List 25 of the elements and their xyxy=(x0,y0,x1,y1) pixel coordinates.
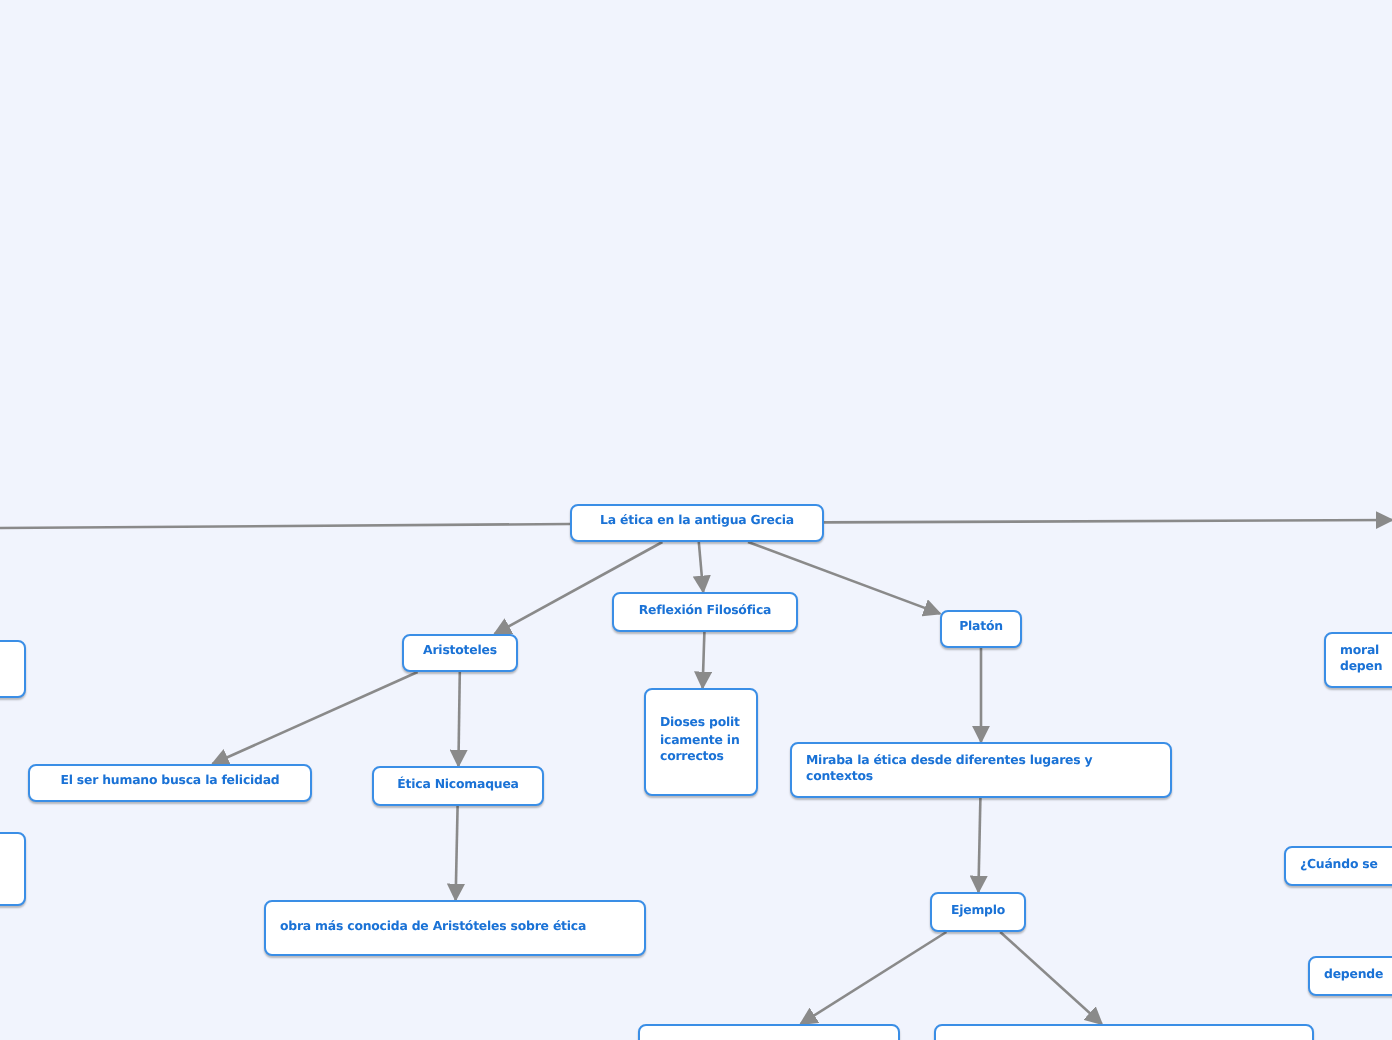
topic-box xyxy=(372,766,544,806)
arrow xyxy=(493,540,664,636)
arrow xyxy=(824,510,1392,530)
topic-box xyxy=(28,764,312,802)
topic-box xyxy=(570,504,824,542)
arrow xyxy=(692,541,711,594)
arrow xyxy=(446,805,466,902)
arrow xyxy=(969,797,988,894)
topic-box xyxy=(930,892,1026,932)
arrow xyxy=(747,540,942,617)
topic-box xyxy=(612,592,798,632)
topic-box xyxy=(402,634,518,672)
topic-box xyxy=(1308,956,1392,996)
arrow xyxy=(694,631,713,690)
topic-box xyxy=(644,688,758,796)
topic-box xyxy=(790,742,1172,798)
topic-box xyxy=(940,610,1022,648)
arrow xyxy=(999,931,1104,1026)
arrow xyxy=(799,930,948,1026)
arrow xyxy=(449,672,468,768)
topic-box xyxy=(1284,846,1392,886)
arrow xyxy=(971,648,991,744)
arrow xyxy=(210,670,419,766)
topic-box xyxy=(264,900,646,956)
connector-line xyxy=(0,522,570,530)
